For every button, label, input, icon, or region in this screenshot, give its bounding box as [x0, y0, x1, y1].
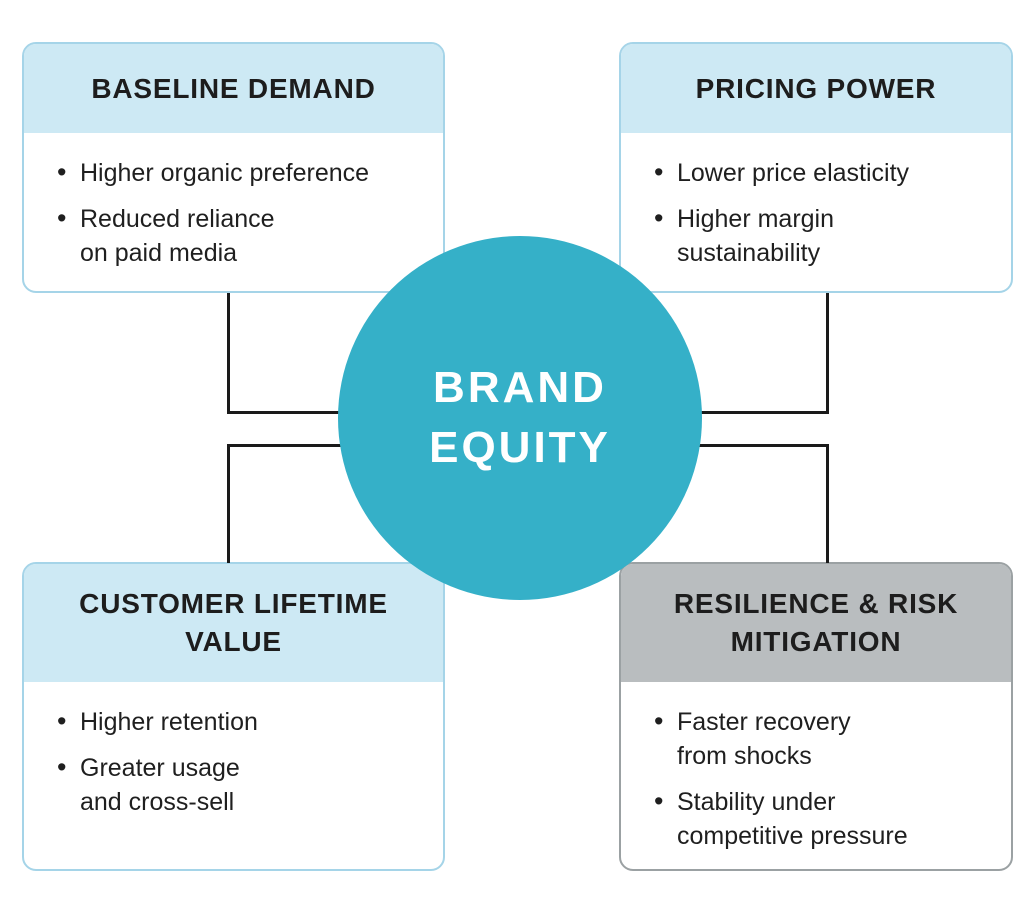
- card-resilience-risk-mitigation-title: RESILIENCE & RISK MITIGATION: [621, 564, 1011, 682]
- brand-equity-label-line1: BRAND: [433, 363, 607, 412]
- card-customer-lifetime-value: CUSTOMER LIFETIME VALUE Higher retentionG…: [22, 562, 445, 871]
- connector-top-right-horizontal: [610, 411, 829, 414]
- connector-bottom-left-vertical: [227, 444, 230, 563]
- card-pricing-power: PRICING POWER Lower price elasticityHigh…: [619, 42, 1013, 293]
- card-customer-lifetime-value-title: CUSTOMER LIFETIME VALUE: [24, 564, 443, 682]
- connector-bottom-right-vertical: [826, 444, 829, 563]
- card-pricing-power-title: PRICING POWER: [621, 44, 1011, 133]
- card-title-line: BASELINE DEMAND: [91, 72, 376, 104]
- card-title-line: VALUE: [185, 626, 282, 657]
- card-title-line: MITIGATION: [730, 626, 902, 657]
- bullet-item: Higher organic preference: [57, 155, 433, 190]
- connector-bottom-right-horizontal: [610, 444, 829, 447]
- brand-equity-circle: BRAND EQUITY: [338, 236, 702, 600]
- card-title-line: CUSTOMER LIFETIME: [79, 588, 388, 619]
- card-baseline-demand-title: BASELINE DEMAND: [24, 44, 443, 133]
- connector-top-left-vertical: [227, 293, 230, 414]
- bullet-item: Lower price elasticity: [654, 155, 1001, 190]
- bullet-item: Higher retention: [57, 704, 433, 739]
- card-resilience-risk-mitigation: RESILIENCE & RISK MITIGATION Faster recov…: [619, 562, 1013, 871]
- connector-top-left-horizontal: [227, 411, 420, 414]
- card-title-line: RESILIENCE & RISK: [673, 588, 959, 619]
- card-baseline-demand: BASELINE DEMAND Higher organic preferenc…: [22, 42, 445, 293]
- connector-top-right-vertical: [826, 293, 829, 414]
- card-baseline-demand-bullets: Higher organic preferenceReduced relianc…: [24, 133, 443, 270]
- card-pricing-power-bullets: Lower price elasticityHigher marginsusta…: [621, 133, 1011, 270]
- brand-equity-label-line2: EQUITY: [429, 423, 611, 472]
- card-title-line: PRICING POWER: [695, 72, 937, 104]
- connector-bottom-left-horizontal: [227, 444, 420, 447]
